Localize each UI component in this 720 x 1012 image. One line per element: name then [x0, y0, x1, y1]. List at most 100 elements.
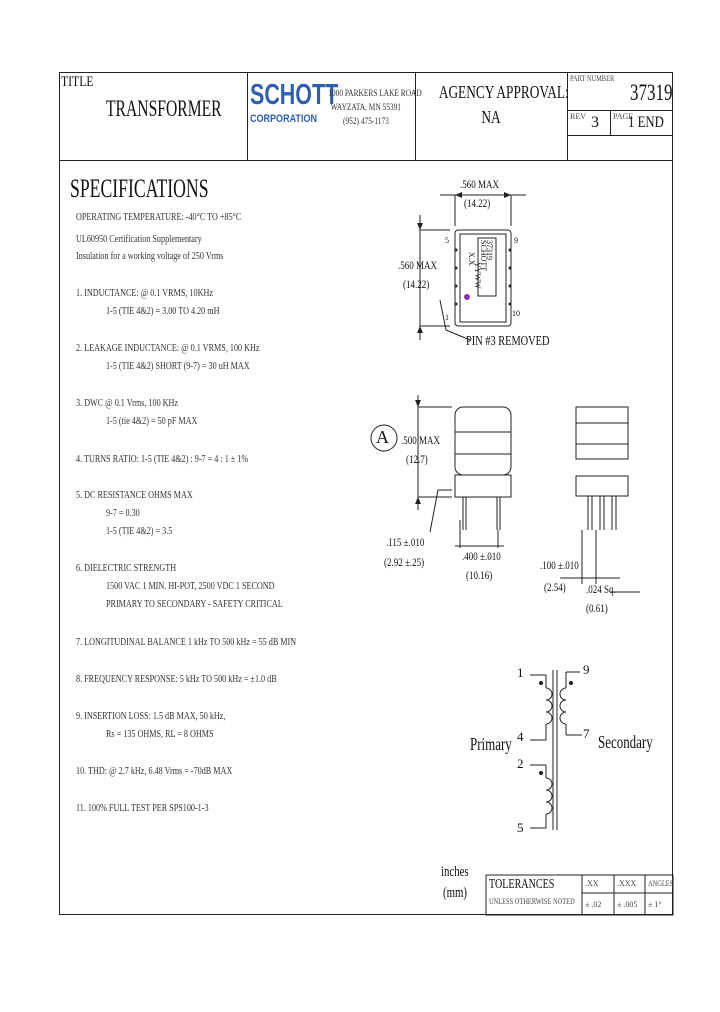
rev-value: 3 — [591, 114, 599, 131]
spec-line: 10. THD: @ 2.7 kHz, 6.48 Vrms = -70dB MA… — [76, 765, 233, 777]
polarity-dot-primary-upper — [539, 681, 543, 685]
rev-label: REV — [570, 112, 586, 121]
pin-label: 10 — [512, 309, 520, 318]
part-number-label: PART NUMBER — [570, 74, 615, 83]
spec-line: 5. DC RESISTANCE OHMS MAX — [76, 489, 193, 501]
pin-pitch-mm: (2.54) — [544, 580, 566, 594]
side-dim-value: .560 MAX — [398, 258, 438, 272]
end-view-base — [575, 475, 629, 497]
tolerance-value-xx: ± .02 — [585, 900, 602, 909]
spec-line: 7. LONGITUDINAL BALANCE 1 kHz TO 500 kHz… — [76, 636, 297, 648]
spec-line: 11. 100% FULL TEST PER SPS100-1-3 — [76, 802, 209, 814]
pin-label: 1 — [445, 313, 449, 322]
spec-line: UL60950 Certification Supplementary — [76, 233, 202, 245]
pin-note-leader — [439, 299, 471, 341]
tolerance-value-angles: ± 1° — [648, 900, 662, 909]
spec-line: 1500 VAC 1 MIN. HI-POT, 2500 VDC 1 SECON… — [106, 580, 275, 592]
primary-coil-lower — [545, 777, 553, 815]
side-view-body — [454, 406, 512, 476]
spec-line: 2. LEAKAGE INDUCTANCE: @ 0.1 VRMS, 100 K… — [76, 342, 260, 354]
pin-dot — [508, 266, 512, 270]
component-marking: X.X — [467, 252, 476, 266]
pin-spacing-mm: (10.16) — [466, 568, 493, 582]
address-line: WAYZATA, MN 55391 — [330, 102, 401, 112]
drawing-title: TRANSFORMER — [106, 96, 222, 121]
schematic-pin-4: 4 — [517, 729, 524, 744]
part-number-rule — [567, 110, 673, 111]
pin-size-mm: (0.61) — [586, 601, 608, 615]
drawing-frame — [59, 72, 673, 915]
title-block-divider-3 — [567, 72, 568, 160]
spec-line: 3. DWC @ 0.1 Vrms, 100 KHz — [76, 397, 179, 409]
pin-label: 9 — [514, 236, 518, 245]
top-dim-arrow-left — [455, 192, 462, 198]
tolerance-header-angles: ANGLES — [648, 879, 674, 888]
end-view-body — [575, 406, 629, 460]
spec-line: 1-5 (tie 4&2) = 50 pF MAX — [106, 415, 198, 427]
secondary-coil — [559, 687, 567, 725]
tolerances-heading: TOLERANCES — [489, 877, 555, 892]
spec-line: OPERATING TEMPERATURE: -40°C TO +85°C — [76, 211, 242, 223]
units-mm: (mm) — [443, 885, 467, 901]
height-dim-value: .500 MAX — [401, 433, 441, 447]
pin-dot — [508, 248, 512, 252]
height-dim-arrow-top — [415, 400, 421, 407]
polarity-dot-secondary — [569, 681, 573, 685]
top-dim-value: .560 MAX — [460, 177, 500, 191]
side-dim-mm: (14.22) — [403, 277, 430, 291]
spec-line: 1-5 (TIE 4&2) SHORT (9-7) = 30 uH MAX — [106, 360, 250, 372]
title-block-divider-1 — [247, 72, 248, 160]
schematic-pin-7: 7 — [583, 726, 590, 741]
top-view-face — [459, 233, 507, 323]
spec-line: 8. FREQUENCY RESPONSE: 5 kHz TO 500 kHz … — [76, 673, 277, 685]
polarity-dot-primary-lower — [539, 771, 543, 775]
units-inches: inches — [441, 864, 469, 880]
title-block-divider-2 — [415, 72, 416, 160]
detail-callout-label: A — [376, 427, 389, 447]
pin-dot — [454, 302, 458, 306]
side-view-base — [454, 474, 512, 498]
pin-one-marker — [464, 294, 470, 300]
primary-label: Primary — [470, 734, 512, 754]
title-block-bottom-rule — [59, 160, 673, 161]
company-address: 1000 PARKERS LAKE ROAD WAYZATA, MN 55391… — [318, 86, 422, 128]
spec-line: 4. TURNS RATIO: 1-5 (TIE 4&2) : 9-7 = 4 … — [76, 453, 249, 465]
company-logo: SCHOTT — [250, 79, 339, 111]
rev-rule — [567, 135, 673, 136]
top-dim-arrow-right — [504, 192, 511, 198]
tolerance-value-xxx: ± .005 — [617, 900, 638, 909]
pin-dot — [454, 248, 458, 252]
address-line: (952) 475-1173 — [342, 116, 389, 126]
part-number: 37319 — [630, 80, 673, 105]
pin-size-value: .024 Sq. — [586, 582, 616, 596]
top-view-body — [454, 229, 512, 327]
pin-label: 5 — [445, 236, 449, 245]
spec-line: 9-7 = 0.30 — [106, 507, 140, 519]
pin-removed-note: PIN #3 REMOVED — [466, 334, 550, 349]
side-dim-arrow-bottom — [417, 326, 423, 333]
page-label: PAGE — [613, 112, 634, 121]
company-sub: CORPORATION — [250, 113, 317, 125]
spec-line: 9. INSERTION LOSS: 1.5 dB MAX, 50 kHz, — [76, 710, 226, 722]
spec-line: 6. DIELECTRIC STRENGTH — [76, 562, 177, 574]
page-value: 1 END — [628, 114, 664, 131]
schematic-pin-9: 9 — [583, 662, 590, 677]
agency-value: NA — [481, 107, 501, 127]
rev-page-divider — [610, 110, 611, 135]
pin-offset-leader-drop — [429, 489, 439, 533]
pin-dot — [508, 284, 512, 288]
schematic-pin-2: 2 — [517, 756, 524, 771]
pin-spacing-value: .400 ±.010 — [462, 549, 501, 563]
specifications-heading: SPECIFICATIONS — [70, 174, 209, 203]
tolerance-header-xx: .XX — [585, 879, 599, 888]
pin-dot — [454, 266, 458, 270]
spec-line: 1. INDUCTANCE: @ 0.1 VRMS, 10KHz — [76, 287, 213, 299]
pin-dot — [508, 302, 512, 306]
spec-line: PRIMARY TO SECONDARY - SAFETY CRITICAL — [106, 598, 283, 610]
pin-offset-mm: (2.92 ±.25) — [384, 555, 425, 569]
address-line: 1000 PARKERS LAKE ROAD — [328, 88, 422, 98]
tolerances-sub: UNLESS OTHERWISE NOTED — [489, 897, 575, 906]
tolerance-block — [485, 874, 674, 916]
schematic-pin-5: 5 — [517, 820, 524, 835]
